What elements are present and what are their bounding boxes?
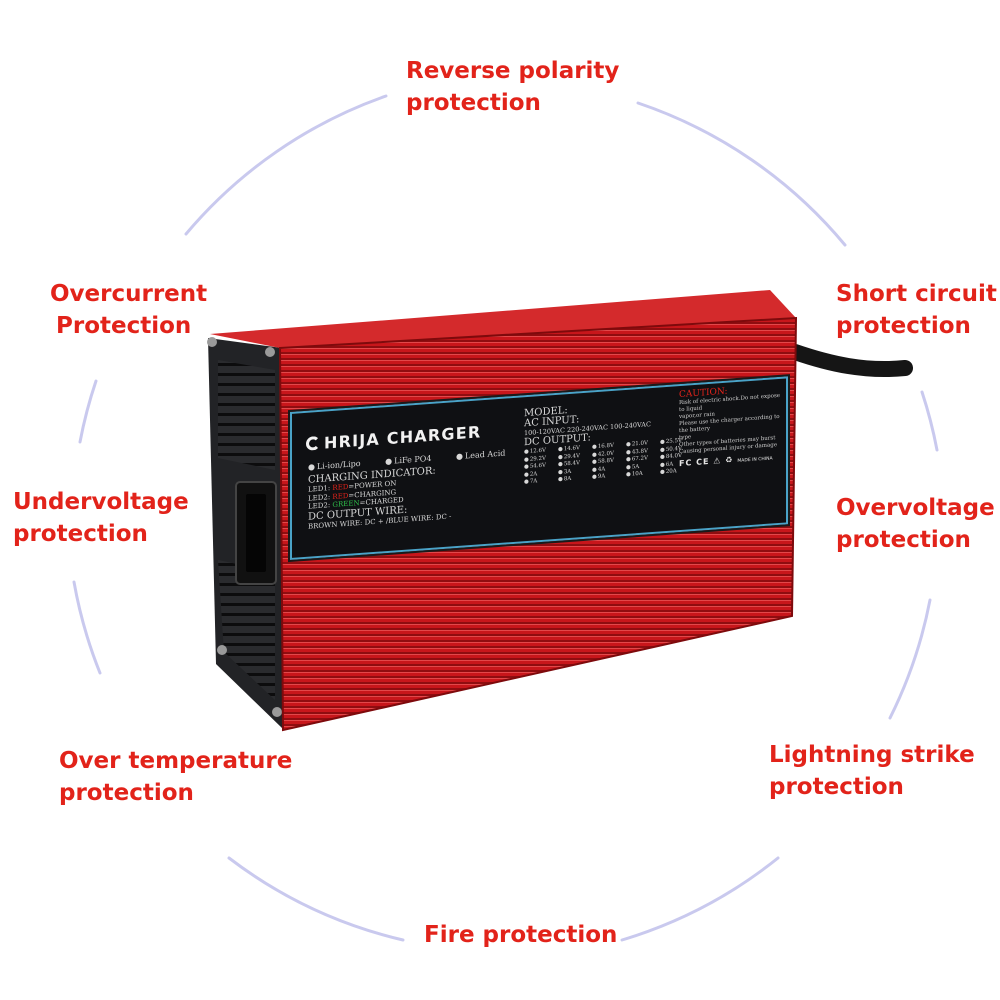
current-option: 7A	[524, 477, 557, 487]
certification-marks: FC CE ⚠ ♻MADE IN CHINA	[679, 455, 773, 469]
chemistry-item: Lead Acid	[456, 449, 505, 462]
warning-icon: ⚠	[713, 456, 722, 466]
arc-top-left	[184, 94, 388, 236]
arc-bottom-right	[620, 856, 780, 942]
arc-top-right	[636, 101, 847, 247]
arc-left-lower	[72, 580, 102, 675]
caution-section: CAUTION: Risk of electric shock.Do not e…	[679, 383, 783, 469]
brand-logo-icon	[306, 435, 320, 451]
arc-right-upper	[920, 390, 939, 452]
label-fire-protection: Fire protection	[424, 922, 618, 948]
power-cord	[787, 344, 913, 378]
current-option: 20A	[660, 467, 693, 477]
charger-brand: HRIJA CHARGER	[306, 422, 481, 454]
arc-bottom-left	[227, 856, 405, 942]
recycle-bin-icon: ♻	[725, 455, 734, 465]
current-option: 9A	[592, 472, 625, 482]
current-option: 10A	[626, 470, 659, 480]
current-option: 8A	[558, 474, 591, 484]
chemistry-item: LiFe PO4	[385, 454, 431, 466]
housing-top	[210, 290, 796, 348]
chemistry-item: Li-ion/Lipo	[308, 459, 361, 472]
arc-right-lower	[888, 598, 932, 720]
indicator-section: CHARGING INDICATOR: LED1: RED=POWER ON L…	[308, 460, 518, 531]
arc-left-upper	[78, 379, 98, 444]
